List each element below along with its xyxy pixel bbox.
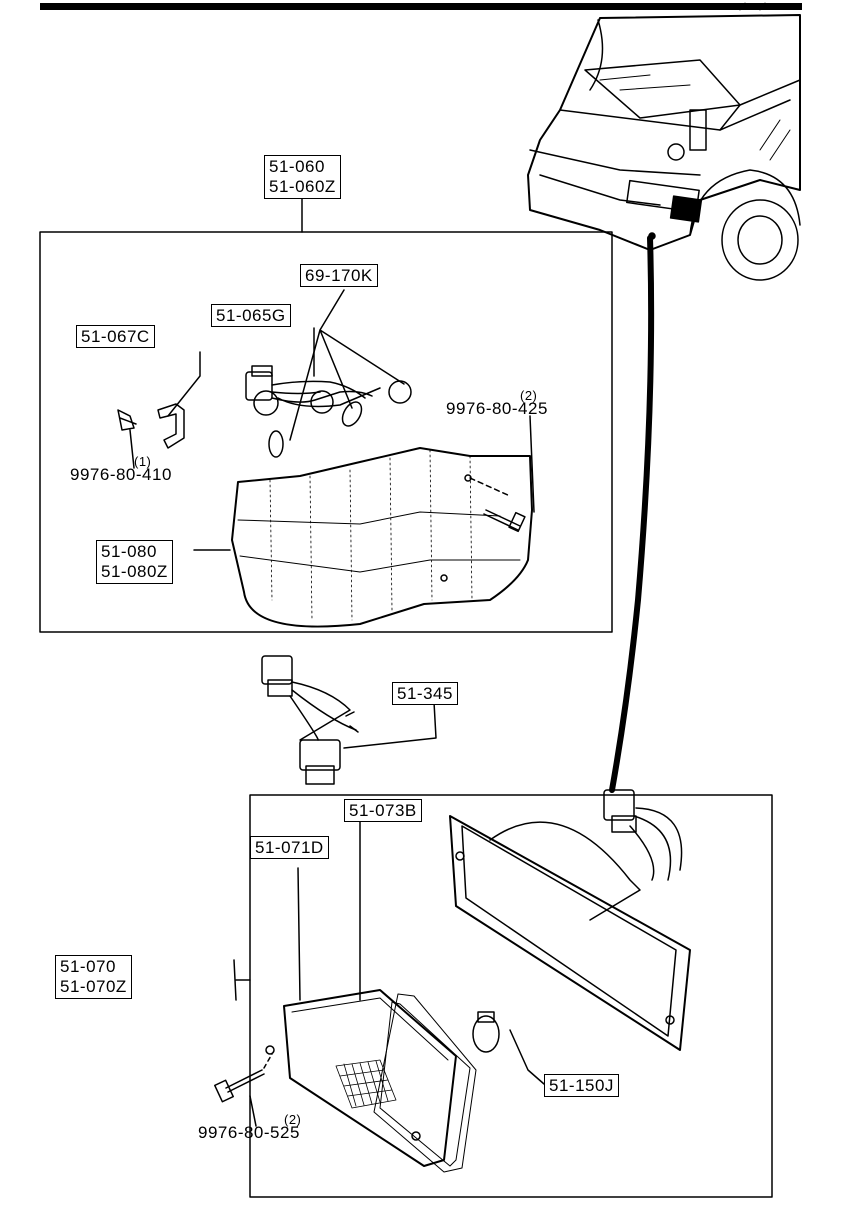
bottom-group-code-1: 51-070: [60, 957, 116, 976]
lens-group-code-1: 51-080: [101, 542, 157, 561]
lens-group-label: 51-080 51-080Z: [96, 540, 173, 584]
side-gasket-label: 51-073B: [344, 799, 422, 822]
housing-part: [449, 789, 691, 1051]
screw-top-right-qty: (2): [520, 388, 538, 403]
screw-top-left-code: 9976-80-410: [70, 465, 172, 484]
screw-bottom-code: 9976-80-525: [198, 1123, 300, 1142]
sub-harness-part: [261, 655, 359, 785]
bracket-part: [117, 403, 185, 449]
bottom-group-label: 51-070 51-070Z: [55, 955, 132, 999]
screw-top-right: [483, 509, 526, 533]
top-group-code-2: 51-060Z: [269, 177, 336, 196]
bottom-group-code-2: 51-070Z: [60, 977, 127, 996]
screw-bottom-qty: (2): [284, 1112, 302, 1127]
screw-top-right-code: 9976-80-425: [446, 399, 548, 418]
top-box: [39, 231, 613, 633]
sub-harness-label: 51-345: [392, 682, 458, 705]
screw-top-left-qty: (1): [134, 454, 152, 469]
lens-part: [231, 447, 533, 628]
top-group-code-1: 51-060: [269, 157, 325, 176]
top-rule: [40, 3, 802, 10]
gasket-part: [373, 993, 477, 1173]
side-bulb-label: 51-150J: [544, 1074, 619, 1097]
bottom-box: [249, 794, 773, 1198]
leader-van: [609, 235, 655, 793]
side-bulb-part: [472, 1011, 500, 1053]
wire-harness-label: 51-065G: [211, 304, 291, 327]
socket-bulb-label: 69-170K: [300, 264, 378, 287]
screw-bottom: [214, 1053, 273, 1103]
lens-group-code-2: 51-080Z: [101, 562, 168, 581]
side-lens-label: 51-071D: [250, 836, 329, 859]
van-illustration: [527, 2, 801, 281]
bracket-label: 51-067C: [76, 325, 155, 348]
harness-part: [245, 365, 412, 458]
side-lens-part: [265, 989, 457, 1167]
top-group-label: 51-060 51-060Z: [264, 155, 341, 199]
